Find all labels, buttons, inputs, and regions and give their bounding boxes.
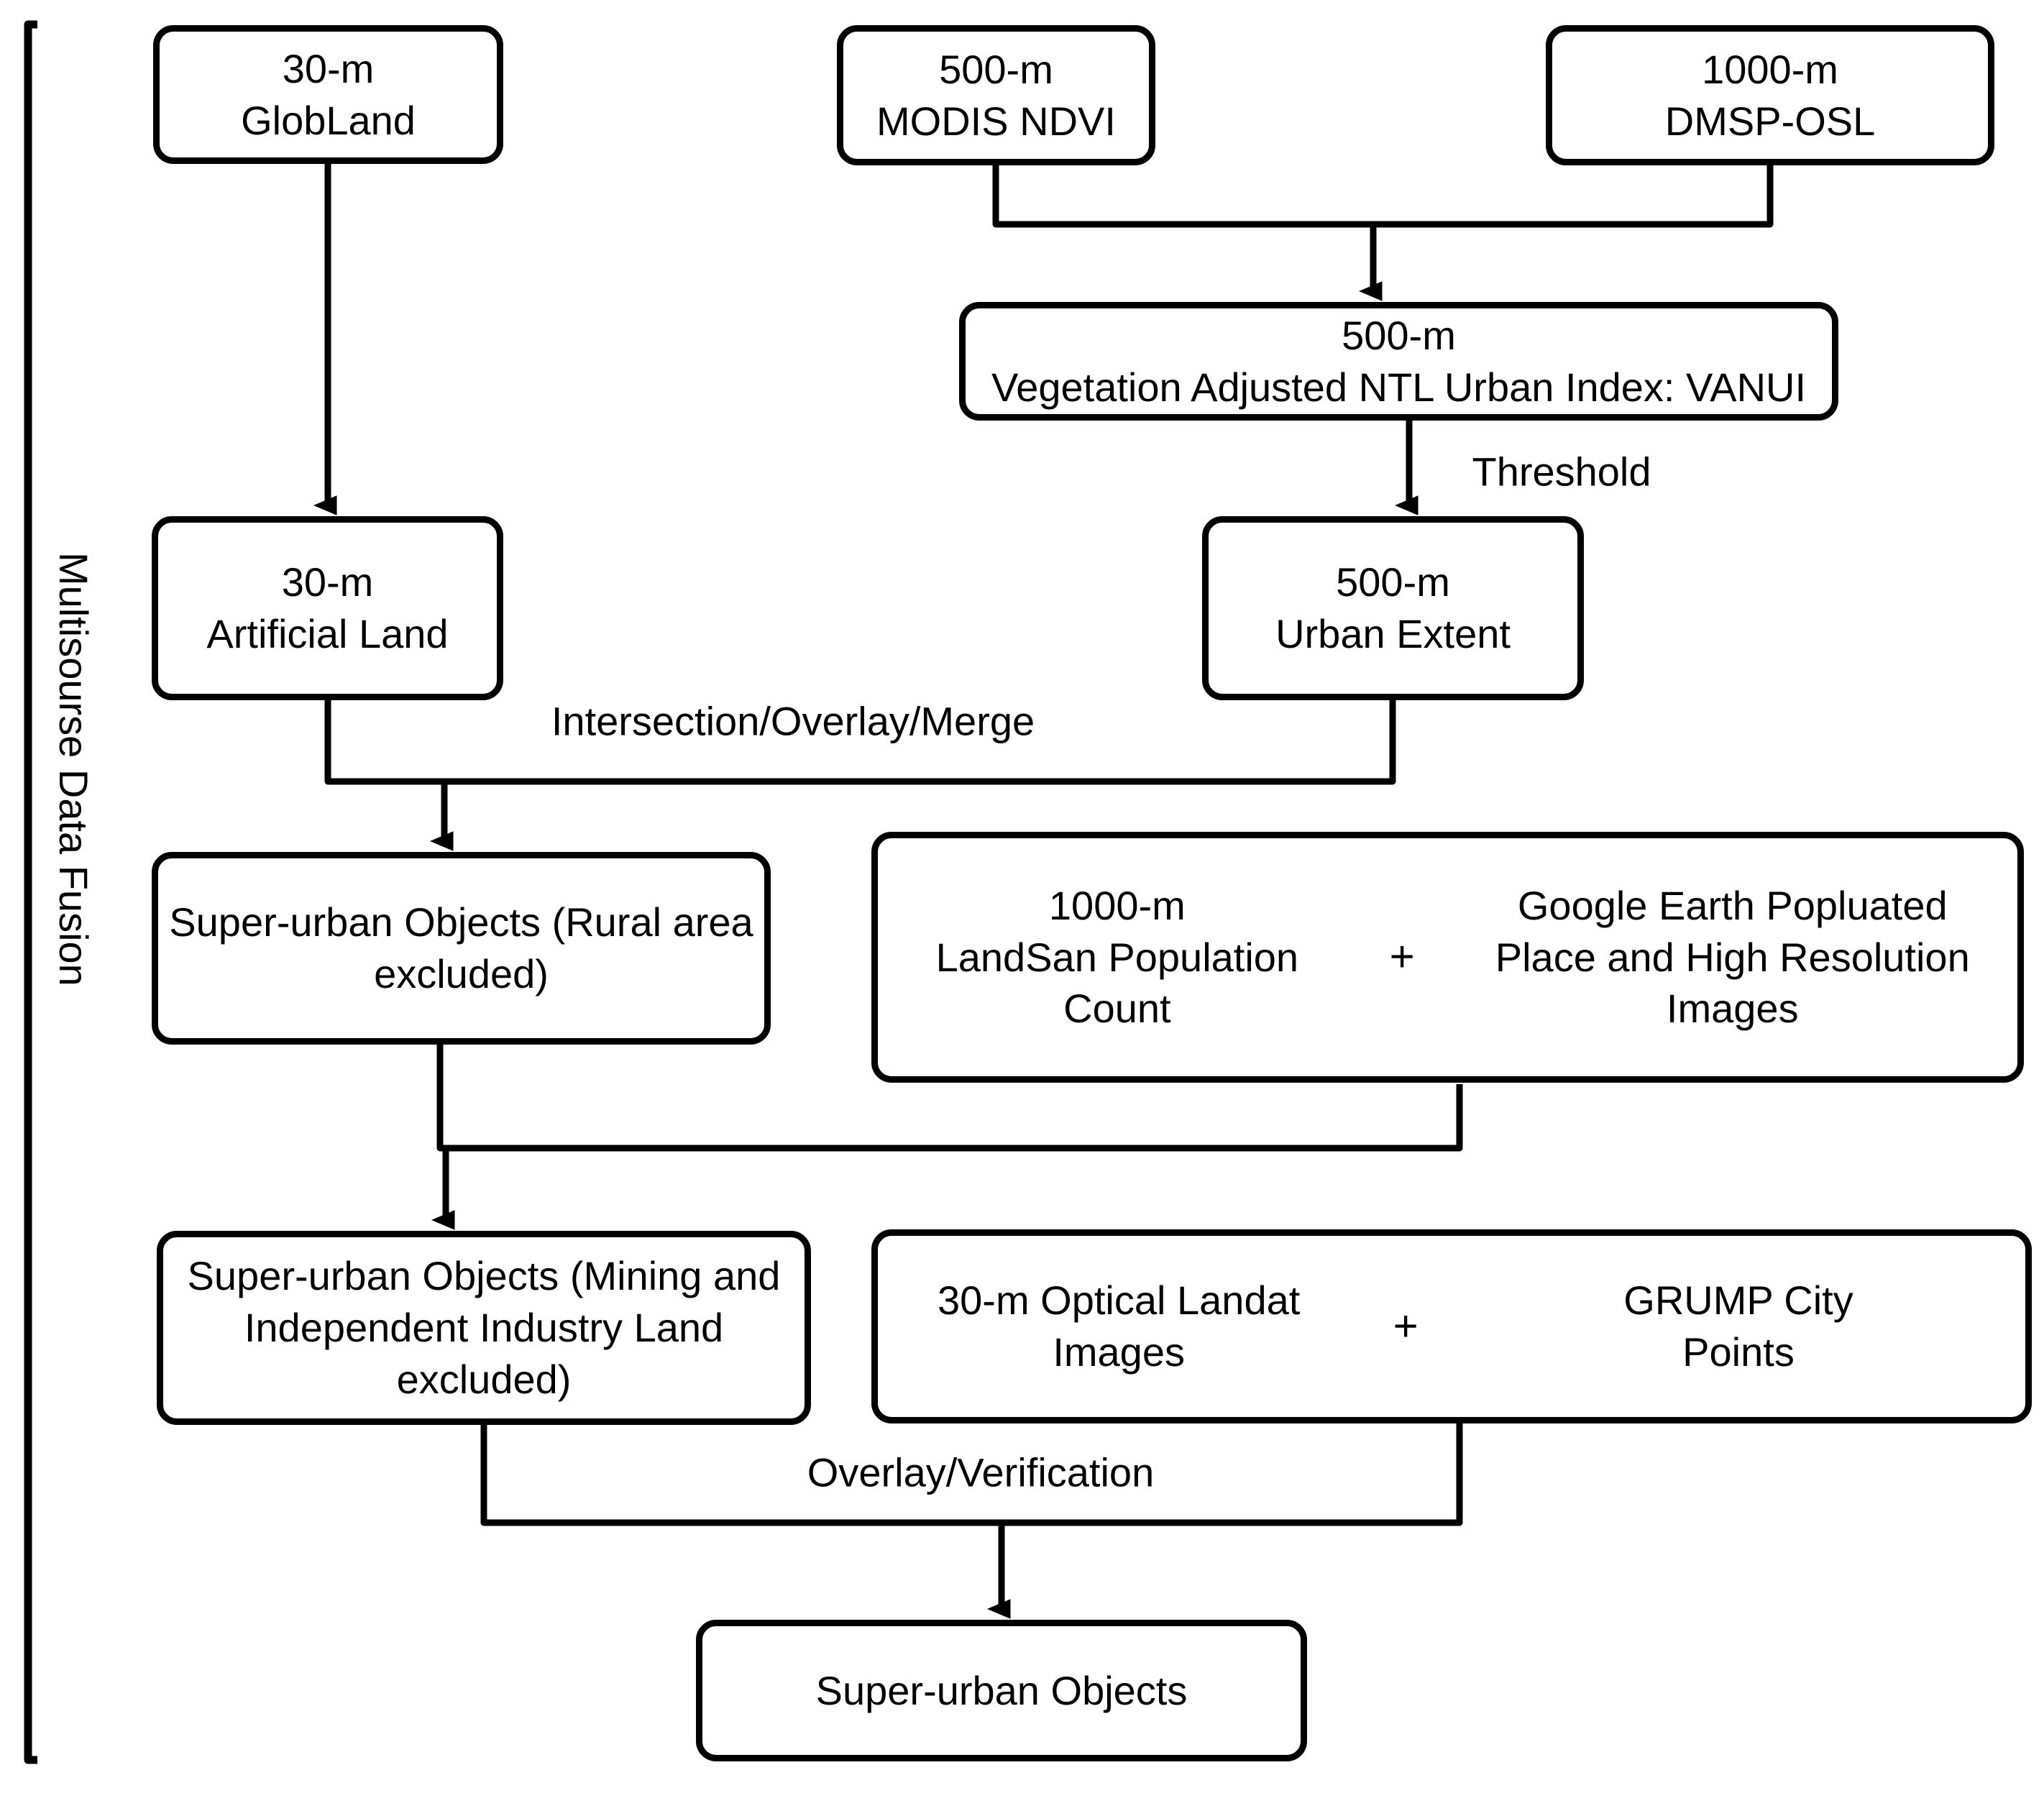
edge-modis-junction [992, 165, 1373, 228]
node-super-urban-mining-excluded: Super-urban Objects (Mining and Independ… [157, 1231, 811, 1425]
node-text: Super-urban Objects (Rural area [169, 899, 753, 945]
edge-mining-landsat-junction [480, 1422, 1463, 1526]
google-earth-column: Google Earth Popluated Place and High Re… [1447, 880, 2017, 1035]
node-super-urban-objects-final: Super-urban Objects [696, 1620, 1307, 1761]
node-text: excluded) [374, 951, 549, 996]
figure-bracket [24, 20, 37, 1764]
node-text: 500-m [1342, 312, 1456, 358]
node-text: Images [1053, 1329, 1185, 1375]
edge-rural-population-junction [436, 1045, 1463, 1152]
node-text: Artificial Land [206, 611, 449, 656]
node-artificial-land: 30-m Artificial Land [152, 516, 503, 700]
node-text: GRUMP City [1623, 1278, 1853, 1324]
node-text: Super-urban Objects (Mining and [187, 1253, 781, 1299]
node-landsat-and-grump: 30-m Optical Landat Images + GRUMP City … [871, 1229, 2032, 1423]
node-dmsp-osl: 1000-m DMSP-OSL [1546, 25, 1994, 165]
node-text: GlobLand [241, 97, 416, 143]
node-text: 30-m [281, 559, 374, 605]
node-text: excluded) [396, 1356, 572, 1402]
node-text: 500-m [939, 46, 1053, 92]
node-text: MODIS NDVI [876, 98, 1116, 144]
node-text: Google Earth Popluated [1517, 882, 1948, 928]
edge-urbanextent-junction [444, 700, 1396, 785]
node-text: Points [1682, 1329, 1795, 1375]
node-text: 30-m [282, 45, 375, 91]
node-vanui: 500-m Vegetation Adjusted NTL Urban Inde… [959, 302, 1838, 421]
node-text: 500-m [1336, 559, 1450, 605]
node-text: LandSan Population [935, 934, 1299, 980]
edge-label-intersection-overlay-merge: Intersection/Overlay/Merge [551, 698, 1035, 744]
node-super-urban-rural-excluded: Super-urban Objects (Rural area excluded… [152, 852, 771, 1045]
optical-landsat-column: 30-m Optical Landat Images [878, 1275, 1360, 1377]
node-text: 30-m Optical Landat [938, 1278, 1301, 1324]
plus-operator: + [1389, 932, 1415, 981]
node-text: Count [1063, 986, 1171, 1032]
node-text: Super-urban Objects [815, 1667, 1188, 1713]
node-columns: 1000-m LandSan Population Count + Google… [878, 880, 2017, 1035]
node-text: Independent Industry Land [244, 1305, 724, 1351]
node-globland: 30-m GlobLand [153, 25, 503, 164]
node-text: Images [1666, 986, 1799, 1032]
edge-dmsp-junction [1373, 165, 1774, 228]
node-text: Vegetation Adjusted NTL Urban Index: VAN… [991, 364, 1807, 410]
edge-label-overlay-verification: Overlay/Verification [807, 1449, 1155, 1495]
node-text: DMSP-OSL [1664, 98, 1876, 144]
node-text: Place and High Resolution [1495, 934, 1970, 980]
edge-artificial-junction [324, 700, 444, 785]
population-count-column: 1000-m LandSan Population Count [878, 880, 1357, 1035]
node-text: 1000-m [1702, 46, 1838, 92]
node-text: 1000-m [1048, 882, 1186, 928]
plus-operator: + [1393, 1301, 1419, 1350]
node-modis-ndvi: 500-m MODIS NDVI [837, 25, 1155, 165]
side-label-multisource-data-fusion: Multisourse Data Fusion [51, 552, 96, 986]
node-population-and-google: 1000-m LandSan Population Count + Google… [871, 832, 2024, 1083]
node-urban-extent: 500-m Urban Extent [1202, 516, 1584, 700]
edge-label-threshold: Threshold [1472, 449, 1651, 495]
node-columns: 30-m Optical Landat Images + GRUMP City … [878, 1275, 2025, 1377]
grump-city-column: GRUMP City Points [1452, 1275, 2025, 1377]
node-text: Urban Extent [1275, 611, 1511, 656]
